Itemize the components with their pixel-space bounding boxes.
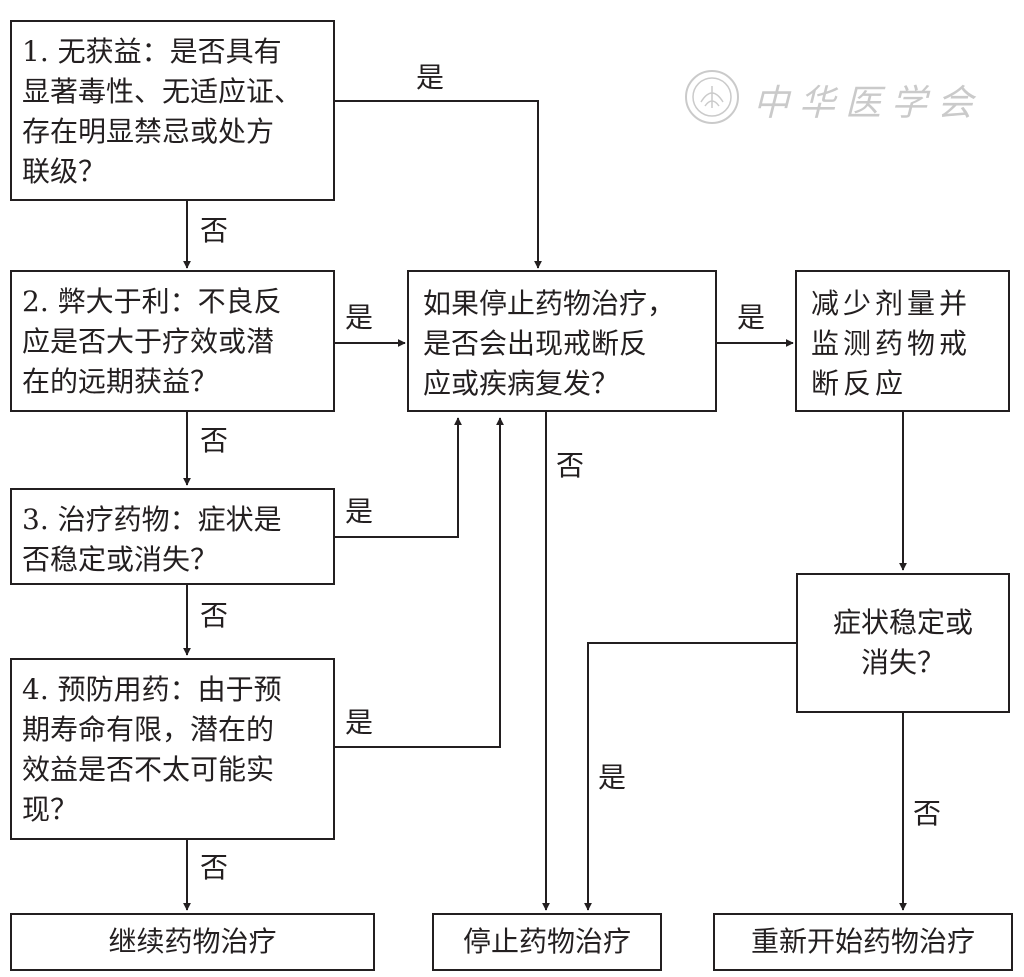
label-q1-yes: 是 (416, 61, 445, 94)
symptom-check-box: 症状稳定或 消失？ (796, 573, 1010, 713)
q2-text: 2. 弊大于利：不良反 应是否大于疗效或潜 在的远期获益？ (22, 285, 282, 398)
label-q4-no: 否 (200, 851, 229, 884)
q1-box: 1. 无获益：是否具有 显著毒性、无适应证、 存在明显禁忌或处方 联级？ (10, 20, 335, 201)
arrow-q1-yes (335, 100, 542, 269)
q3-box: 3. 治疗药物：症状是 否稳定或消失？ (10, 488, 335, 585)
label-symptom-yes: 是 (598, 761, 627, 794)
restart-treatment-text: 重新开始药物治疗 (750, 925, 975, 958)
label-q3-yes: 是 (345, 495, 374, 528)
reduce-dose-text: 减少剂量并 监测药物戒 断反应 (811, 287, 972, 400)
stop-treatment-box: 停止药物治疗 (432, 913, 662, 971)
seal-icon (685, 70, 739, 124)
reduce-dose-box: 减少剂量并 监测药物戒 断反应 (795, 270, 1010, 412)
watermark: 中华医学会 (683, 68, 983, 128)
label-q2-yes: 是 (345, 301, 374, 334)
label-q4-yes: 是 (345, 706, 374, 739)
arrow-q3-yes (335, 417, 462, 538)
watermark-text: 中华医学会 (753, 83, 984, 124)
label-q3-no: 否 (200, 599, 229, 632)
label-q1-no: 否 (200, 214, 229, 247)
stop-question-text: 如果停止药物治疗， 是否会出现戒断反 应或疾病复发？ (423, 287, 676, 400)
label-symptom-no: 否 (913, 797, 942, 830)
restart-treatment-box: 重新开始药物治疗 (713, 913, 1013, 971)
q4-text: 4. 预防用药：由于预 期寿命有限，潜在的 效益是否不太可能实 现？ (22, 673, 282, 826)
q4-box: 4. 预防用药：由于预 期寿命有限，潜在的 效益是否不太可能实 现？ (10, 658, 335, 840)
continue-treatment-text: 继续药物治疗 (108, 925, 277, 958)
continue-treatment-box: 继续药物治疗 (10, 913, 375, 971)
stop-question-box: 如果停止药物治疗， 是否会出现戒断反 应或疾病复发？ (407, 270, 717, 412)
label-stopq-no: 否 (556, 449, 585, 482)
q2-box: 2. 弊大于利：不良反 应是否大于疗效或潜 在的远期获益？ (10, 270, 335, 412)
q3-text: 3. 治疗药物：症状是 否稳定或消失？ (22, 503, 282, 576)
arrow-symptom-yes (584, 642, 796, 911)
arrow-q4-yes (335, 417, 504, 748)
label-stopq-yes: 是 (737, 301, 766, 334)
q1-text: 1. 无获益：是否具有 显著毒性、无适应证、 存在明显禁忌或处方 联级？ (22, 35, 303, 188)
stop-treatment-text: 停止药物治疗 (462, 925, 631, 958)
symptom-check-text: 症状稳定或 消失？ (832, 606, 973, 679)
label-q2-no: 否 (200, 424, 229, 457)
